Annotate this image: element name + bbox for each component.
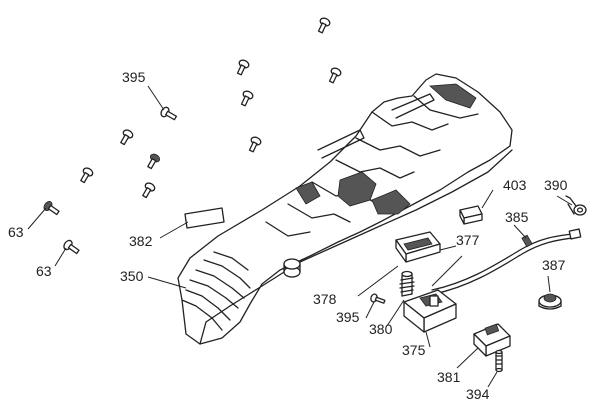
leader-line <box>386 299 405 327</box>
small-block <box>459 205 483 225</box>
callout-375: 375 <box>402 342 426 358</box>
screw <box>317 17 331 34</box>
leader-line <box>487 371 498 388</box>
label-plate <box>184 207 225 229</box>
leader-line <box>547 275 551 293</box>
callout-395-top: 395 <box>122 69 146 85</box>
callout-378: 378 <box>313 291 337 307</box>
leader-line <box>513 224 527 239</box>
callout-377: 377 <box>456 232 480 248</box>
callout-63-a: 63 <box>8 224 24 240</box>
leader-line <box>481 189 494 209</box>
screw <box>160 106 178 121</box>
leader-line <box>27 207 47 230</box>
callout-403: 403 <box>503 177 527 193</box>
screw-group <box>43 17 342 255</box>
screw <box>328 67 342 84</box>
callout-63-b: 63 <box>36 263 52 279</box>
round-grommet <box>538 293 562 310</box>
callout-385: 385 <box>505 209 529 225</box>
switch-cover <box>395 231 441 263</box>
leader-line <box>456 347 479 369</box>
callout-350: 350 <box>120 268 144 284</box>
screw <box>142 182 156 199</box>
leader-line <box>365 301 375 319</box>
callout-382: 382 <box>129 233 153 249</box>
callout-394: 394 <box>466 386 490 402</box>
callout-390: 390 <box>544 177 568 193</box>
callout-387: 387 <box>542 257 566 273</box>
pin <box>495 349 503 373</box>
leader-line <box>556 195 573 206</box>
callout-labels: 395 63 63 382 350 403 390 385 377 387 37… <box>8 69 568 402</box>
screw <box>147 153 161 170</box>
leader-line <box>425 331 431 348</box>
leader-line <box>431 255 463 287</box>
leader-line <box>54 247 67 267</box>
cable <box>431 228 582 295</box>
leader-line <box>147 85 165 111</box>
screw <box>120 129 134 146</box>
callout-380: 380 <box>369 321 393 337</box>
handle-housing <box>177 73 513 345</box>
screw <box>80 167 94 184</box>
leader-line <box>357 265 399 297</box>
callout-395-low: 395 <box>336 309 360 325</box>
screw <box>236 59 250 76</box>
screw <box>63 239 80 255</box>
leader-lines <box>27 85 573 388</box>
leader-line <box>147 276 187 289</box>
ring-terminal <box>565 195 587 216</box>
spring <box>399 270 415 297</box>
leader-line <box>439 245 457 251</box>
leader-line <box>159 221 189 239</box>
screw <box>248 136 262 153</box>
screw <box>240 90 254 107</box>
switch-module <box>473 323 511 357</box>
small-screw <box>370 293 386 304</box>
callout-381: 381 <box>437 369 461 385</box>
switch-housing <box>403 289 457 333</box>
